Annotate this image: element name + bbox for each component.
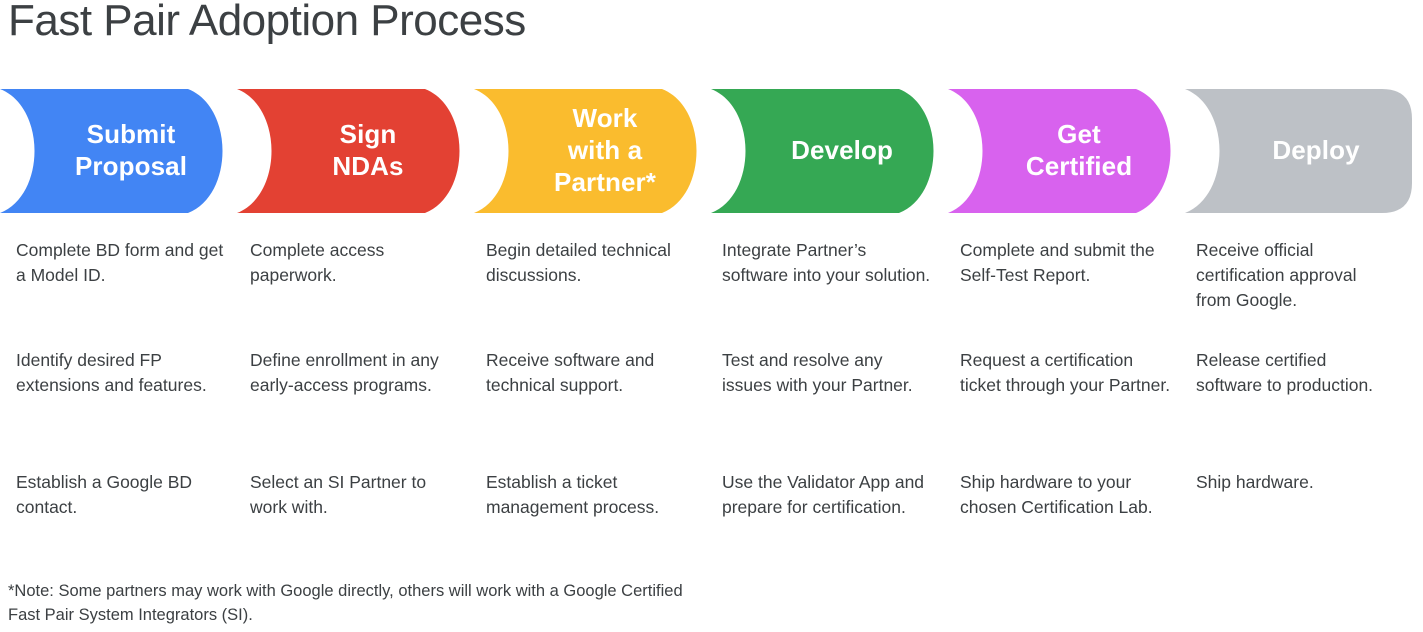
detail-item: Ship hardware. [1196, 472, 1314, 492]
detail-item: Define enrollment in any early-access pr… [250, 350, 439, 396]
detail-item: Use the Validator App and prepare for ce… [722, 472, 925, 518]
detail-item: Ship hardware to your chosen Certificati… [960, 472, 1153, 518]
detail-item: Begin detailed technical discussions. [486, 240, 671, 286]
detail-item: Select an SI Partner to work with. [250, 472, 427, 518]
process-step-banner-sign-ndas[interactable] [237, 89, 460, 213]
detail-item: Establish a ticket management process. [486, 472, 660, 518]
detail-item: Receive official certification approval … [1196, 240, 1357, 311]
footnote-note: *Note: Some partners may work with Googl… [8, 582, 683, 624]
process-step-banner-get-certified[interactable] [948, 89, 1171, 213]
detail-item: Establish a Google BD contact. [16, 472, 193, 518]
step-detail-columns: Complete BD form and get a Model ID. Iden… [0, 238, 1423, 568]
detail-item: Complete and submit the Self-Test Report… [960, 240, 1155, 286]
process-step-banner-work-with-a-partner[interactable] [474, 89, 697, 213]
process-step-banner-deploy[interactable] [1185, 89, 1412, 213]
detail-item: Integrate Partner’s software into your s… [722, 240, 931, 286]
detail-item: Test and resolve any issues with your Pa… [722, 350, 913, 396]
detail-item: Identify desired FP extensions and featu… [16, 350, 207, 396]
process-banner-strip [0, 89, 1423, 213]
detail-item: Release certified software to production… [1196, 350, 1374, 396]
detail-item: Receive software and technical support. [486, 350, 655, 396]
detail-item: Complete access paperwork. [250, 240, 385, 286]
detail-item: Complete BD form and get a Model ID. [16, 240, 224, 286]
banner-shapes-svg [0, 89, 1412, 213]
process-step-banner-develop[interactable] [711, 89, 934, 213]
process-step-banner-submit-proposal[interactable] [0, 89, 223, 213]
page-title: Fast Pair Adoption Process [8, 0, 526, 45]
detail-item: Request a certification ticket through y… [960, 350, 1171, 396]
